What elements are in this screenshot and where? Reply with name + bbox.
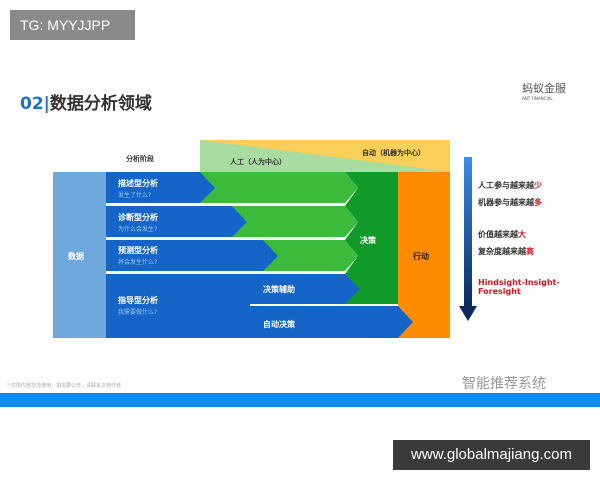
page-title: 02|数据分析领域 [20,89,152,114]
support-label: 决策辅助 [263,284,295,294]
auto-band [200,140,450,172]
row-sub: 发生了什么? [118,191,151,199]
blue-arrow-1 [106,172,215,203]
row-sub: 为什么会发生? [118,225,157,233]
footnote: * 仅限内部交流使用，如需要公开，请联系文档作者 [7,383,122,389]
site-watermark: www.globalmajiang.com [393,440,590,470]
decision-label: 决策 [360,235,377,245]
action-label: 行动 [412,251,429,261]
blue-arrow-auto [250,306,413,338]
footer-bar [0,393,600,407]
auto-label: 自动（机器为中心） [362,148,425,157]
row-title: 指导型分析 [118,295,158,305]
data-block [53,172,106,338]
trend-arrow-shaft [464,157,472,307]
title-text: 数据分析领域 [49,94,152,114]
blue-arrow-support [106,274,360,338]
hindsight-text: Hindsight-Insight-Foresight [478,278,560,296]
analysis-diagram: 分析阶段 人工（人为中心） 自动（机器为中心） 数据 行动 决策 描述型分析 发… [53,140,477,338]
action-block [398,172,450,338]
row-title: 诊断型分析 [118,212,158,222]
data-label: 数据 [68,251,84,261]
trend-text-2: 机器参与越来越多 [478,198,542,207]
decision-block [345,172,398,304]
green-arrow-3 [263,240,358,271]
title-separator: | [43,94,50,114]
green-arrow-2 [232,206,358,237]
blue-arrow-2 [106,206,247,237]
auto-decide-label: 自动决策 [263,319,296,329]
trend-text-3: 价值越来越大 [478,230,526,239]
stage-label: 分析阶段 [126,154,154,163]
trend-text-4: 复杂度越来越高 [478,247,534,256]
row-title: 描述型分析 [118,178,158,188]
watermark: 智能推荐系统 [462,376,546,392]
trend-arrow-icon [459,306,477,321]
blue-arrow-3 [106,240,278,271]
manual-label: 人工（人为中心） [230,157,286,166]
row-title: 预测型分析 [118,245,158,255]
green-arrow-1 [200,172,358,203]
tag-label: TG: MYYJJPP [10,10,135,40]
trend-text-1: 人工参与越来越少 [478,181,542,190]
title-number: 02 [20,94,44,114]
row-sub: 将会发生什么? [118,258,157,266]
row-sub: 我需要做什么? [118,308,157,316]
